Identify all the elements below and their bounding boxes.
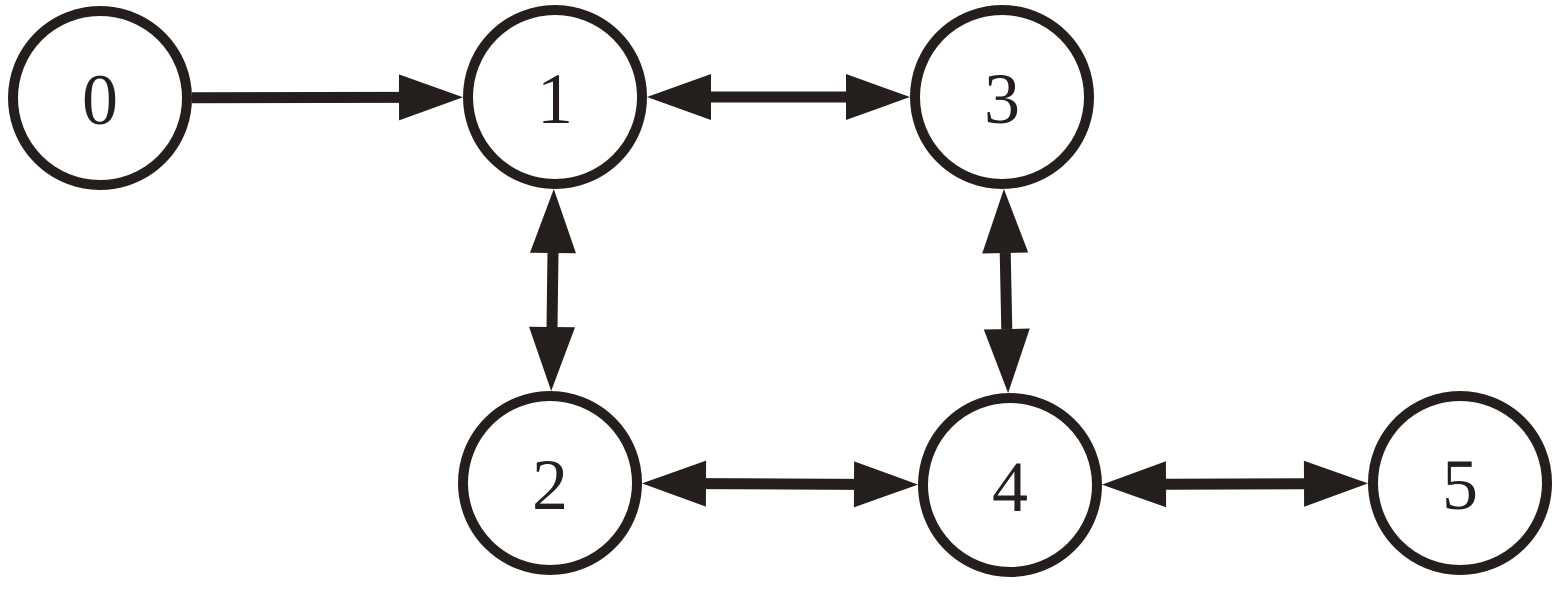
edge-line-1-2: [546, 252, 559, 328]
node-5: 5: [1368, 391, 1552, 575]
node-circle-3: [910, 5, 1094, 189]
edge-line-2-4: [705, 478, 855, 490]
node-label-3: 3: [984, 59, 1020, 139]
node-label-5: 5: [1442, 445, 1478, 525]
arrowhead-icon-to-1: [529, 188, 576, 254]
node-2: 2: [458, 391, 642, 575]
edge-2-4: [641, 460, 919, 508]
edge-1-3: [647, 74, 910, 120]
arrowhead-icon-to-2: [641, 460, 707, 507]
node-1: 1: [463, 5, 647, 189]
node-circle-0: [8, 6, 192, 190]
arrowhead-icon-to-1: [398, 74, 464, 121]
arrowhead-icon-to-4: [853, 461, 919, 508]
arrowhead-icon-to-3: [846, 74, 910, 120]
node-label-1: 1: [537, 59, 573, 139]
arrowhead-icon-to-3: [982, 188, 1029, 254]
arrowhead-icon-to-4: [983, 328, 1030, 394]
node-circle-2: [458, 391, 642, 575]
edge-line-4-5: [1165, 478, 1305, 490]
edge-3-4: [982, 188, 1030, 394]
node-circle-4: [918, 393, 1102, 577]
arrowhead-icon-to-4: [1101, 461, 1167, 508]
edge-line-3-4: [999, 252, 1013, 330]
arrowhead-icon-to-2: [529, 326, 576, 392]
node-0: 0: [8, 6, 192, 190]
node-label-2: 2: [532, 445, 568, 525]
node-label-0: 0: [82, 60, 118, 140]
node-3: 3: [910, 5, 1094, 189]
edge-1-2: [529, 188, 576, 392]
node-circle-5: [1368, 391, 1552, 575]
node-4: 4: [918, 393, 1102, 577]
node-circle-1: [463, 5, 647, 189]
edge-0-1: [191, 74, 464, 121]
edge-4-5: [1101, 460, 1369, 508]
arrowhead-icon-to-1: [647, 74, 711, 120]
arrowhead-icon-to-5: [1303, 460, 1369, 507]
node-label-4: 4: [992, 447, 1028, 527]
